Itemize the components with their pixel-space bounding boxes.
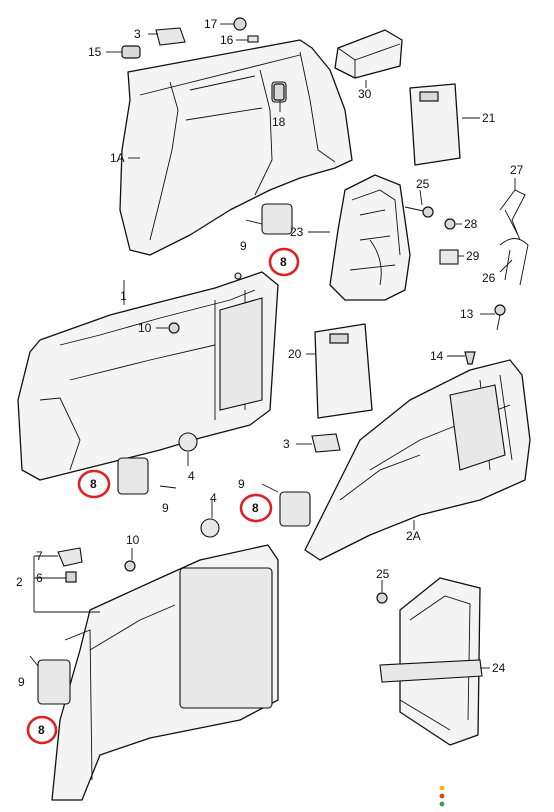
label-3-top: 3 <box>134 27 141 41</box>
label-8-d: 8 <box>38 723 45 737</box>
label-1: 1 <box>120 289 127 303</box>
fastener-parts <box>29 17 506 705</box>
label-10-a: 10 <box>138 321 152 335</box>
label-18: 18 <box>272 115 286 129</box>
highlighted-labels: 8 8 8 8 <box>26 247 300 745</box>
part-30-cushion <box>334 29 403 79</box>
label-2a: 2A <box>406 529 421 543</box>
label-26: 26 <box>482 271 496 285</box>
part-26-clip <box>499 238 529 286</box>
label-28: 28 <box>464 217 478 231</box>
label-10-b: 10 <box>126 533 140 547</box>
part-21-cover <box>409 83 461 166</box>
label-2: 2 <box>16 575 23 589</box>
label-25-top: 25 <box>416 177 430 191</box>
footer-dot-green <box>439 801 445 807</box>
footer-dots <box>439 785 445 807</box>
footer-dot-yellow <box>439 785 445 791</box>
label-17: 17 <box>204 17 218 31</box>
label-8-b: 8 <box>90 477 97 491</box>
part-1a-upper-trim <box>119 39 353 256</box>
label-27: 27 <box>510 163 524 177</box>
part-20-cover <box>314 323 373 419</box>
label-8-c: 8 <box>252 501 259 515</box>
label-23: 23 <box>290 225 304 239</box>
label-13: 13 <box>460 307 474 321</box>
label-30: 30 <box>358 87 372 101</box>
label-9-c: 9 <box>238 477 245 491</box>
label-24: 24 <box>492 661 506 675</box>
part-24-holder <box>379 577 483 746</box>
label-8-a: 8 <box>280 255 287 269</box>
label-3-mid: 3 <box>283 437 290 451</box>
label-15: 15 <box>88 45 102 59</box>
footer-dot-red <box>439 793 445 799</box>
label-29: 29 <box>466 249 480 263</box>
part-labels: 3 17 16 15 30 21 18 1A 27 25 28 29 26 23… <box>16 17 524 689</box>
part-23-bracket <box>329 174 411 301</box>
label-25-low: 25 <box>376 567 390 581</box>
label-16: 16 <box>220 33 234 47</box>
label-9-b: 9 <box>162 501 169 515</box>
label-20: 20 <box>288 347 302 361</box>
label-4-a: 4 <box>188 469 195 483</box>
part-27-clip <box>499 189 526 241</box>
label-9-d: 9 <box>18 675 25 689</box>
part-2a-right-trim <box>304 359 531 561</box>
label-7: 7 <box>36 549 43 563</box>
label-4-b: 4 <box>210 491 217 505</box>
leader-lines <box>33 23 516 669</box>
label-1a: 1A <box>110 151 125 165</box>
label-21: 21 <box>482 111 496 125</box>
label-6: 6 <box>36 571 43 585</box>
part-1-side-trim <box>17 271 279 481</box>
label-9-a: 9 <box>240 239 247 253</box>
part-2-lower-trim <box>51 544 279 801</box>
label-14: 14 <box>430 349 444 363</box>
